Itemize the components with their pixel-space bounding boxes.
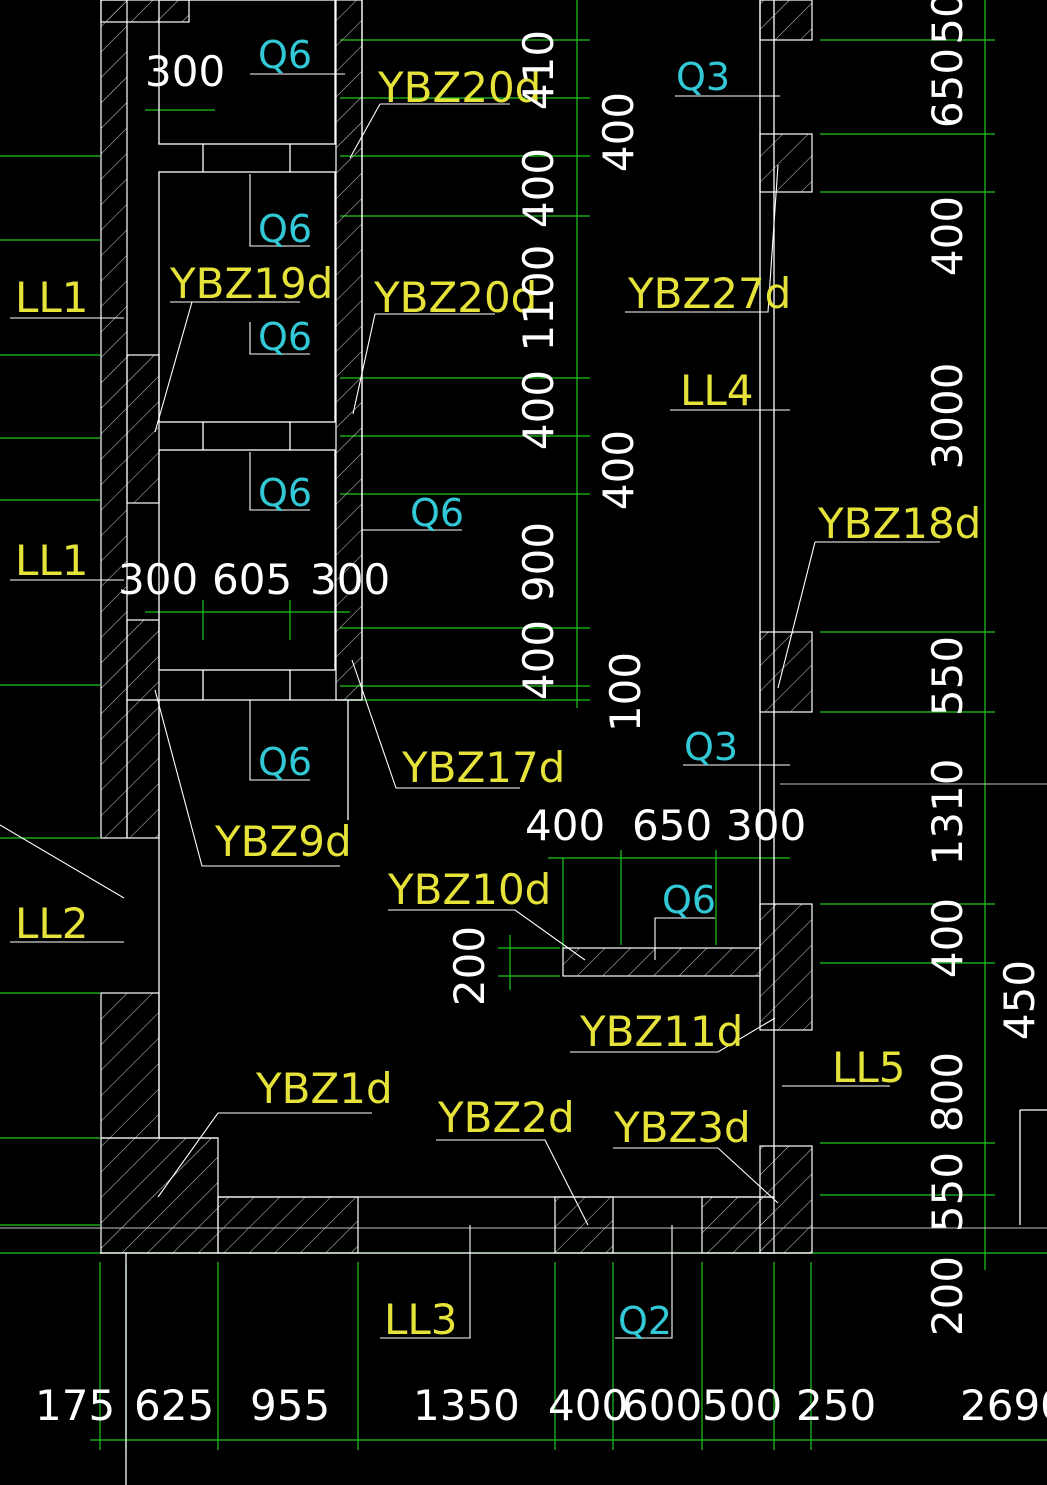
dim-right-3000: 3000 bbox=[923, 363, 972, 470]
bottom-dimension-text: 175 625 955 1350 400 600 500 250 2690 bbox=[35, 1381, 1047, 1430]
label-ll1-lower: LL1 bbox=[15, 536, 89, 585]
label-q6-2: Q6 bbox=[258, 207, 312, 251]
dim-bottom-8: 250 bbox=[796, 1381, 876, 1430]
label-q6-7: Q6 bbox=[662, 878, 716, 922]
label-ll4: LL4 bbox=[680, 366, 754, 415]
label-ybz20d-top: YBZ20d bbox=[377, 63, 541, 112]
dim-lower-width-2: 650 bbox=[632, 801, 712, 850]
label-ybz9d: YBZ9d bbox=[214, 817, 352, 866]
dim-lower-width-1: 400 bbox=[525, 801, 605, 850]
label-q6-4: Q6 bbox=[258, 471, 312, 515]
label-ybz3d: YBZ3d bbox=[613, 1103, 751, 1152]
label-q2: Q2 bbox=[618, 1299, 672, 1343]
leader-lines bbox=[0, 73, 940, 1339]
label-ybz27d: YBZ27d bbox=[627, 269, 791, 318]
ll-labels: LL1 LL1 LL2 LL4 LL5 LL3 bbox=[15, 273, 906, 1344]
label-ybz20d-mid: YBZ20d bbox=[373, 273, 537, 322]
dim-small-200: 200 bbox=[445, 926, 494, 1006]
label-ybz10d: YBZ10d bbox=[387, 865, 551, 914]
label-ll2: LL2 bbox=[15, 899, 89, 948]
dim-bottom-6: 600 bbox=[622, 1381, 702, 1430]
dim-right-650: 650 bbox=[923, 48, 972, 128]
label-ll5: LL5 bbox=[832, 1043, 906, 1092]
label-ybz1d: YBZ1d bbox=[255, 1064, 393, 1113]
dim-right-550a: 550 bbox=[923, 636, 972, 716]
dim-mid-400c: 400 bbox=[514, 370, 563, 450]
dim-bottom-3: 955 bbox=[250, 1381, 330, 1430]
wall-lines bbox=[100, 0, 1047, 1485]
dim-mid-900: 900 bbox=[514, 522, 563, 602]
dim-room-width-2: 605 bbox=[212, 555, 292, 604]
label-ybz2d: YBZ2d bbox=[437, 1093, 575, 1142]
label-ll1-upper: LL1 bbox=[15, 273, 89, 322]
label-q6-3: Q6 bbox=[258, 315, 312, 359]
label-q6-6: Q6 bbox=[258, 740, 312, 784]
dim-bottom-2: 625 bbox=[134, 1381, 214, 1430]
dim-bottom-5: 400 bbox=[548, 1381, 628, 1430]
dim-right-400b: 400 bbox=[923, 898, 972, 978]
label-q6-5: Q6 bbox=[410, 491, 464, 535]
dim-mid-400a: 400 bbox=[514, 148, 563, 228]
vertical-dimension-text: 410 400 400 1100 400 900 400 400 400 100… bbox=[445, 0, 1044, 1336]
label-q3-top: Q3 bbox=[676, 55, 730, 99]
dim-right-200: 200 bbox=[923, 1256, 972, 1336]
label-ll3: LL3 bbox=[384, 1295, 458, 1344]
dim-right-50: 50 bbox=[923, 0, 972, 45]
q-labels: Q6 Q6 Q6 Q6 Q6 Q6 Q6 Q3 Q3 Q2 bbox=[258, 33, 738, 1343]
dim-room-width-1: 300 bbox=[118, 555, 198, 604]
dim-bottom-7: 500 bbox=[702, 1381, 782, 1430]
ybz-labels: YBZ20d YBZ19d YBZ20d YBZ27d YBZ18d YBZ17… bbox=[169, 63, 981, 1152]
dim-bottom-1: 175 bbox=[35, 1381, 115, 1430]
dim-right-550b: 550 bbox=[923, 1152, 972, 1232]
dim-room1-width: 300 bbox=[145, 47, 225, 96]
label-ybz11d: YBZ11d bbox=[579, 1007, 743, 1056]
label-q6-1: Q6 bbox=[258, 33, 312, 77]
dim-right-800: 800 bbox=[923, 1052, 972, 1132]
dim-inner-400b: 400 bbox=[594, 430, 643, 510]
dim-right-1310: 1310 bbox=[923, 759, 972, 866]
dim-mid-400d: 400 bbox=[514, 620, 563, 700]
dimension-text: 300 300 605 300 400 650 300 bbox=[118, 47, 806, 850]
dim-lower-width-3: 300 bbox=[726, 801, 806, 850]
label-q3-mid: Q3 bbox=[684, 725, 738, 769]
hatched-columns bbox=[100, 0, 813, 1254]
dim-inner-100: 100 bbox=[601, 652, 650, 732]
dim-far-right-450: 450 bbox=[995, 960, 1044, 1040]
dim-mid-1100: 1100 bbox=[514, 245, 563, 352]
dim-inner-400a: 400 bbox=[594, 92, 643, 172]
dim-right-400a: 400 bbox=[923, 196, 972, 276]
dim-room-width-3: 300 bbox=[310, 555, 390, 604]
dim-bottom-4: 1350 bbox=[413, 1381, 520, 1430]
label-ybz18d: YBZ18d bbox=[817, 499, 981, 548]
label-ybz17d: YBZ17d bbox=[401, 743, 565, 792]
label-ybz19d: YBZ19d bbox=[169, 259, 333, 308]
dim-mid-410: 410 bbox=[514, 30, 563, 110]
dim-bottom-9: 2690 bbox=[960, 1381, 1047, 1430]
